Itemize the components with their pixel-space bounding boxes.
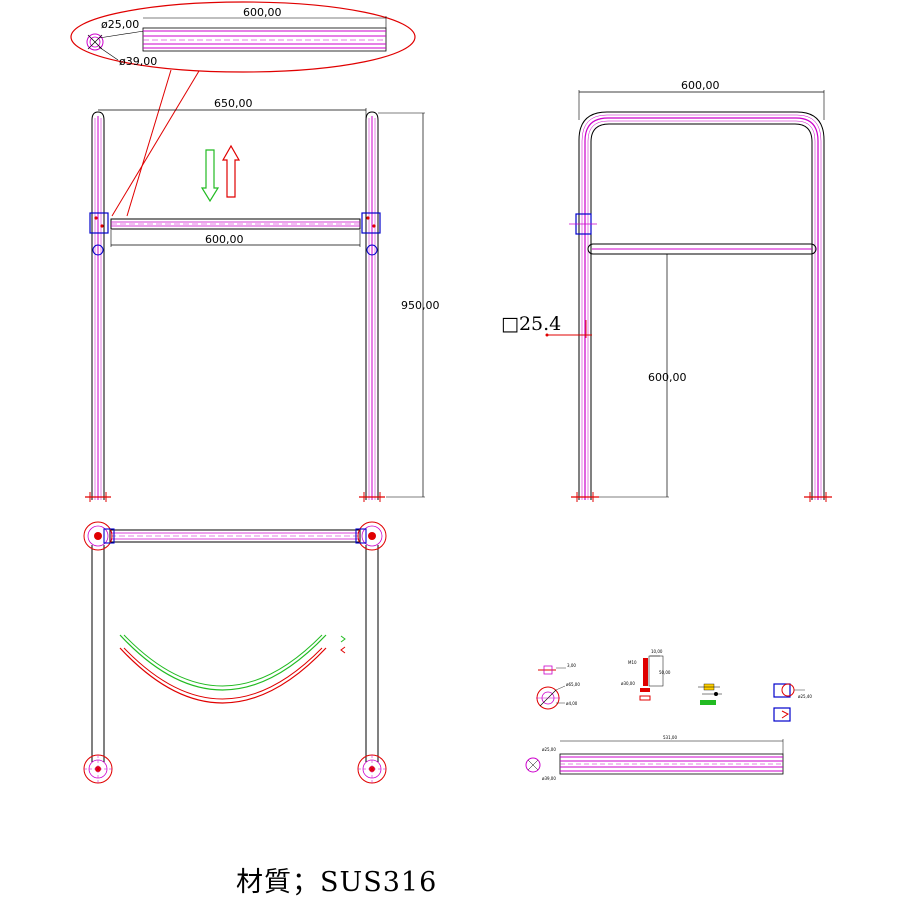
- bracket-part: 10,00 50,00 M10 ø30,00: [621, 649, 671, 701]
- material-note: 材質；SUS316: [236, 867, 438, 898]
- detail-length-label: 600,00: [243, 6, 282, 19]
- tube-clamp-part: ø25,40: [773, 683, 812, 722]
- top-view: [83, 521, 387, 784]
- bracket-base-label: ø30,00: [621, 681, 635, 686]
- detail-outer-diameter-label: ø39,00: [119, 55, 157, 68]
- flange-part: 3,00 ø65,00 ø4,00: [536, 663, 580, 710]
- parts-sheet: 3,00 ø65,00 ø4,00 10,00 50,00 M10 ø30,00: [525, 649, 812, 781]
- rod-dia-a-label: ø25,00: [542, 747, 556, 752]
- front-top-width-label: 650,00: [214, 97, 253, 110]
- clamp-diameter-label: ø25,40: [798, 694, 812, 699]
- tube-section-label: □25.4: [501, 313, 561, 335]
- front-view: 650,00 600,00 950,00: [85, 97, 440, 502]
- rod-length-label: 531,00: [663, 735, 677, 740]
- pin-length-label: 3,00: [567, 663, 576, 668]
- rod-part: 531,00 ø25,00 ø39,00: [525, 735, 784, 781]
- bracket-height-label: 50,00: [659, 670, 671, 675]
- detail-callout: 600,00 ø25,00 ø39,00: [70, 1, 416, 217]
- detail-inner-diameter-label: ø25,00: [101, 18, 139, 31]
- rod-dia-b-label: ø39,00: [542, 776, 556, 781]
- front-bar-length-label: 600,00: [205, 233, 244, 246]
- flange-inner-label: ø4,00: [566, 701, 578, 706]
- bracket-width-label: 10,00: [651, 649, 663, 654]
- side-top-width-label: 600,00: [681, 79, 720, 92]
- front-height-label: 950,00: [401, 299, 440, 312]
- bracket-side-label: M10: [628, 660, 637, 665]
- side-view: □25.4 600,00 600,00: [501, 79, 832, 502]
- side-bar-height-label: 600,00: [648, 371, 687, 384]
- flange-outer-label: ø65,00: [566, 682, 580, 687]
- clamp-part: [698, 683, 722, 705]
